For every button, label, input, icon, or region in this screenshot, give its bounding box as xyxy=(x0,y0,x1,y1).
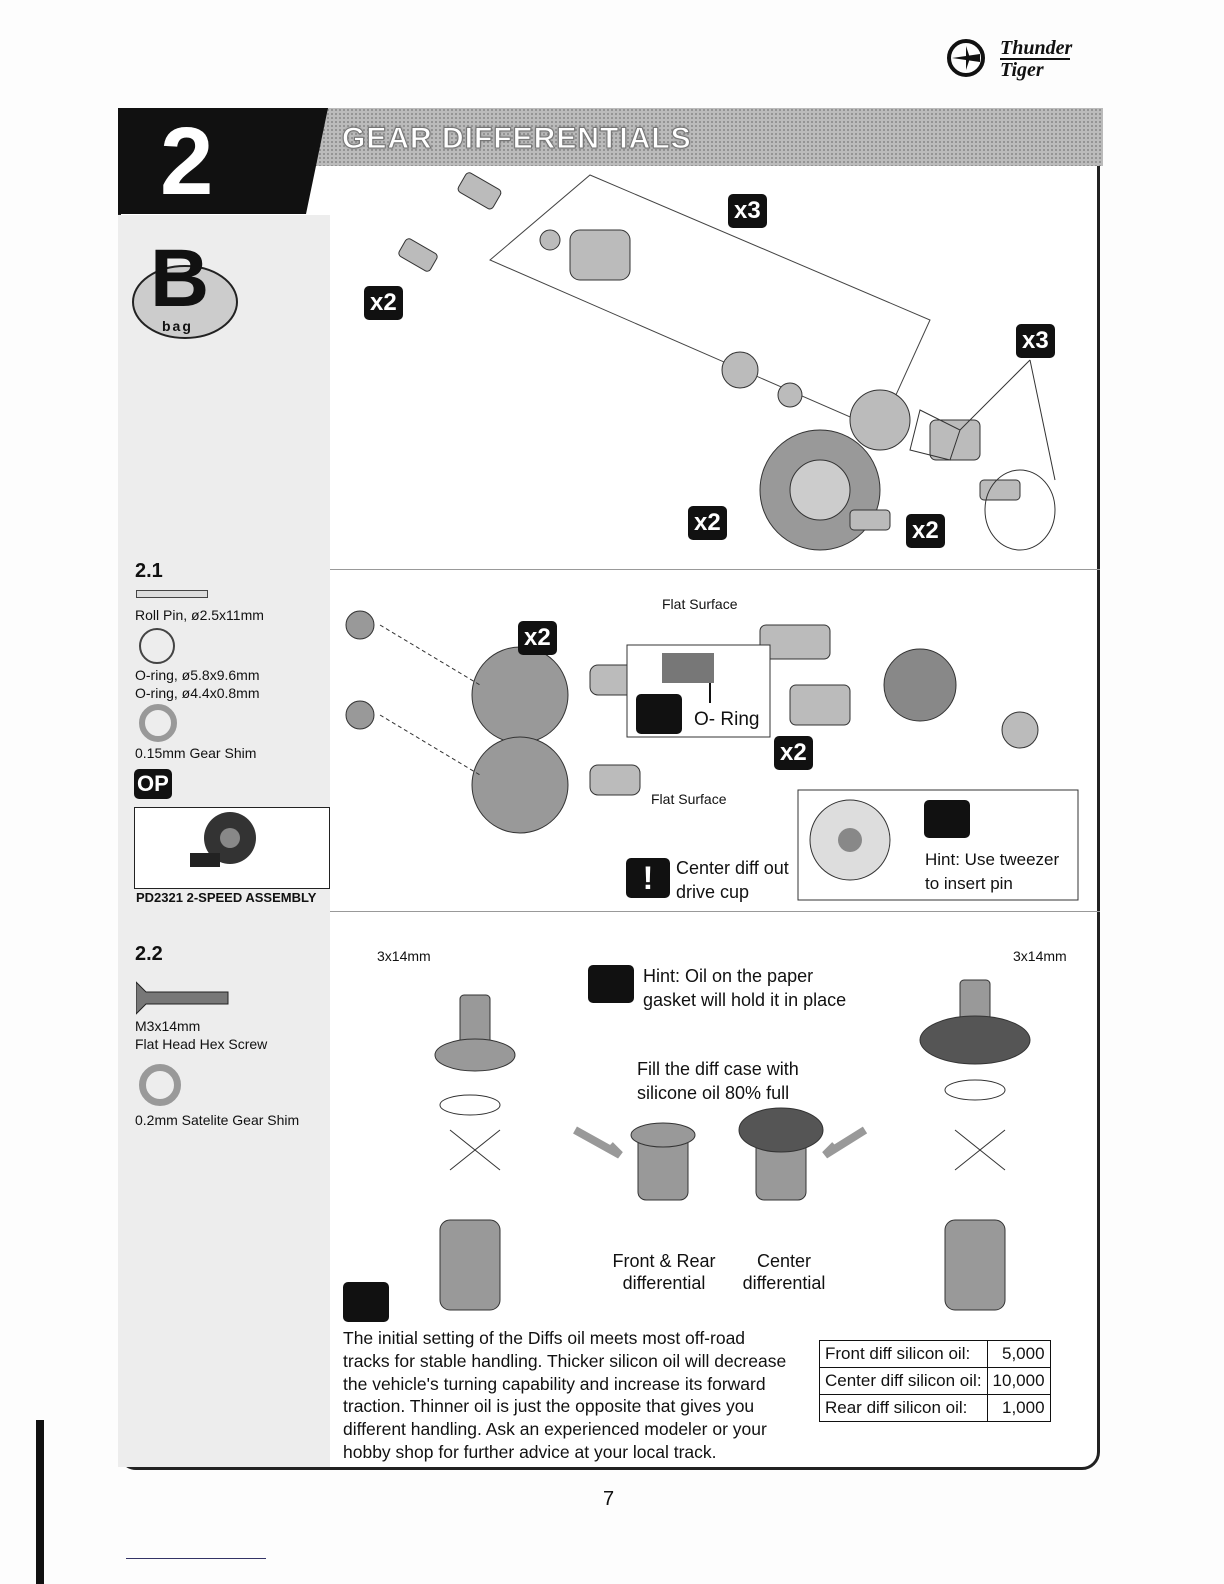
note-line: different handling. Ask an experienced m… xyxy=(343,1419,767,1440)
diff-exploded-overview xyxy=(340,170,1080,565)
gear-shim-label: 0.15mm Gear Shim xyxy=(135,745,257,761)
oring-label-2: O-ring, ø4.4x0.8mm xyxy=(135,685,260,701)
qty-badge: x2 xyxy=(364,286,403,320)
qty-badge: x2 xyxy=(518,621,557,655)
bag-icon xyxy=(130,240,240,345)
oil-setting-note: The initial setting of the Diffs oil mee… xyxy=(343,1327,803,1464)
oil-gasket-hint-line1: Hint: Oil on the paper xyxy=(643,966,814,986)
roll-pin-label: Roll Pin, ø2.5x11mm xyxy=(135,607,264,623)
flat-surface-label: Flat Surface xyxy=(662,596,738,612)
screw-callout-left: 3x14mm xyxy=(377,948,431,964)
oil-table-label: Rear diff silicon oil: xyxy=(819,1394,988,1422)
center-diff-note: Center diff out drive cup xyxy=(676,856,789,904)
center-diff-label: Center differential xyxy=(738,1250,830,1294)
front-rear-diff-line1: Front & Rear xyxy=(612,1251,716,1271)
diff-assembly-diagram xyxy=(340,595,1080,910)
hint-bulb-icon xyxy=(588,965,634,1003)
qty-badge: x3 xyxy=(1016,324,1055,358)
oil-table: Front diff silicon oil: 5,000 Center dif… xyxy=(819,1340,1051,1422)
note-line: The initial setting of the Diffs oil mee… xyxy=(343,1328,746,1348)
center-diff-line2: differential xyxy=(742,1273,826,1293)
screw-desc-label: Flat Head Hex Screw xyxy=(135,1036,268,1052)
section-title-2-2: 2.2 xyxy=(135,943,163,965)
table-row: Rear diff silicon oil: 1,000 xyxy=(819,1394,1051,1422)
center-diff-line1: Center xyxy=(756,1251,812,1271)
hint-bulb-icon xyxy=(636,694,682,734)
assembly-label: PD2321 2-SPEED ASSEMBLY xyxy=(136,890,317,905)
screw-size-label: M3x14mm xyxy=(135,1018,201,1034)
roll-pin-icon xyxy=(136,590,208,598)
note-line: tracks for stable handling. Thicker sili… xyxy=(343,1350,787,1371)
center-diff-note-line1: Center diff out xyxy=(676,858,789,878)
bag-label: bag xyxy=(162,318,193,334)
qty-badge: x3 xyxy=(728,194,767,228)
step-header xyxy=(118,108,1103,214)
center-diff-note-line2: drive cup xyxy=(676,882,750,902)
warning-icon: ! xyxy=(626,858,670,898)
oil-gasket-hint-line2: gasket will hold it in place xyxy=(643,990,847,1010)
page-number: 7 xyxy=(603,1488,615,1510)
hint-bulb-icon xyxy=(343,1282,389,1322)
oring-label-1: O-ring, ø5.8x9.6mm xyxy=(135,667,260,683)
table-row: Front diff silicon oil: 5,000 xyxy=(819,1340,1051,1368)
note-line: hobby shop for further advice at your lo… xyxy=(343,1441,717,1462)
oring-callout: O- Ring xyxy=(694,709,760,730)
thunder-tiger-logo xyxy=(944,34,1104,89)
two-speed-assembly-box xyxy=(134,807,330,889)
tweezer-hint-line2: to insert pin xyxy=(925,874,1013,893)
section-divider xyxy=(330,569,1100,570)
screw-callout-right: 3x14mm xyxy=(1013,948,1067,964)
note-line: the vehicle's turning capability and inc… xyxy=(343,1373,766,1394)
diff-fill-diagram xyxy=(360,940,1090,1325)
front-rear-diff-line2: differential xyxy=(622,1273,706,1293)
step-number: 2 xyxy=(160,108,214,215)
flat-surface-label: Flat Surface xyxy=(651,791,727,807)
page-edge-bar xyxy=(36,1420,44,1584)
table-row: Center diff silicon oil: 10,000 xyxy=(819,1367,1051,1395)
oring-icon xyxy=(139,628,175,664)
brand-line1: Thunder xyxy=(1000,37,1073,59)
flat-head-screw-icon xyxy=(135,980,231,1021)
two-speed-gear-icon xyxy=(190,812,256,867)
qty-badge: x2 xyxy=(906,514,945,548)
oil-table-label: Front diff silicon oil: xyxy=(819,1340,988,1368)
tweezer-hint-line1: Hint: Use tweezer xyxy=(925,850,1060,869)
fill-oil-note-line1: Fill the diff case with xyxy=(637,1059,799,1079)
oil-table-value: 5,000 xyxy=(986,1340,1051,1368)
front-rear-diff-label: Front & Rear differential xyxy=(609,1250,719,1294)
oil-table-value: 1,000 xyxy=(986,1394,1051,1422)
brand-name: Thunder Tiger xyxy=(1000,38,1072,80)
qty-badge: x2 xyxy=(774,736,813,770)
fill-oil-note: Fill the diff case with silicone oil 80%… xyxy=(637,1057,799,1105)
oil-gasket-hint: Hint: Oil on the paper gasket will hold … xyxy=(643,964,846,1012)
tweezer-hint: Hint: Use tweezer to insert pin xyxy=(925,848,1059,896)
section-title-2-1: 2.1 xyxy=(135,560,163,582)
note-line: traction. Thinner oil is just the opposi… xyxy=(343,1396,755,1417)
satellite-shim-label: 0.2mm Satelite Gear Shim xyxy=(135,1112,300,1128)
footer-rule xyxy=(126,1558,266,1559)
fill-oil-note-line2: silicone oil 80% full xyxy=(637,1083,790,1103)
gear-shim-icon xyxy=(139,704,177,742)
satellite-shim-icon xyxy=(139,1064,181,1106)
qty-badge: x2 xyxy=(688,506,727,540)
hint-bulb-icon xyxy=(924,800,970,838)
oil-table-value: 10,000 xyxy=(986,1367,1051,1395)
bag-letter: B xyxy=(150,233,210,324)
oil-table-label: Center diff silicon oil: xyxy=(819,1367,988,1395)
step-title: GEAR DIFFERENTIALS xyxy=(342,122,692,156)
section-divider xyxy=(330,911,1100,912)
op-badge: OP xyxy=(134,769,172,799)
brand-line2: Tiger xyxy=(1000,58,1070,80)
